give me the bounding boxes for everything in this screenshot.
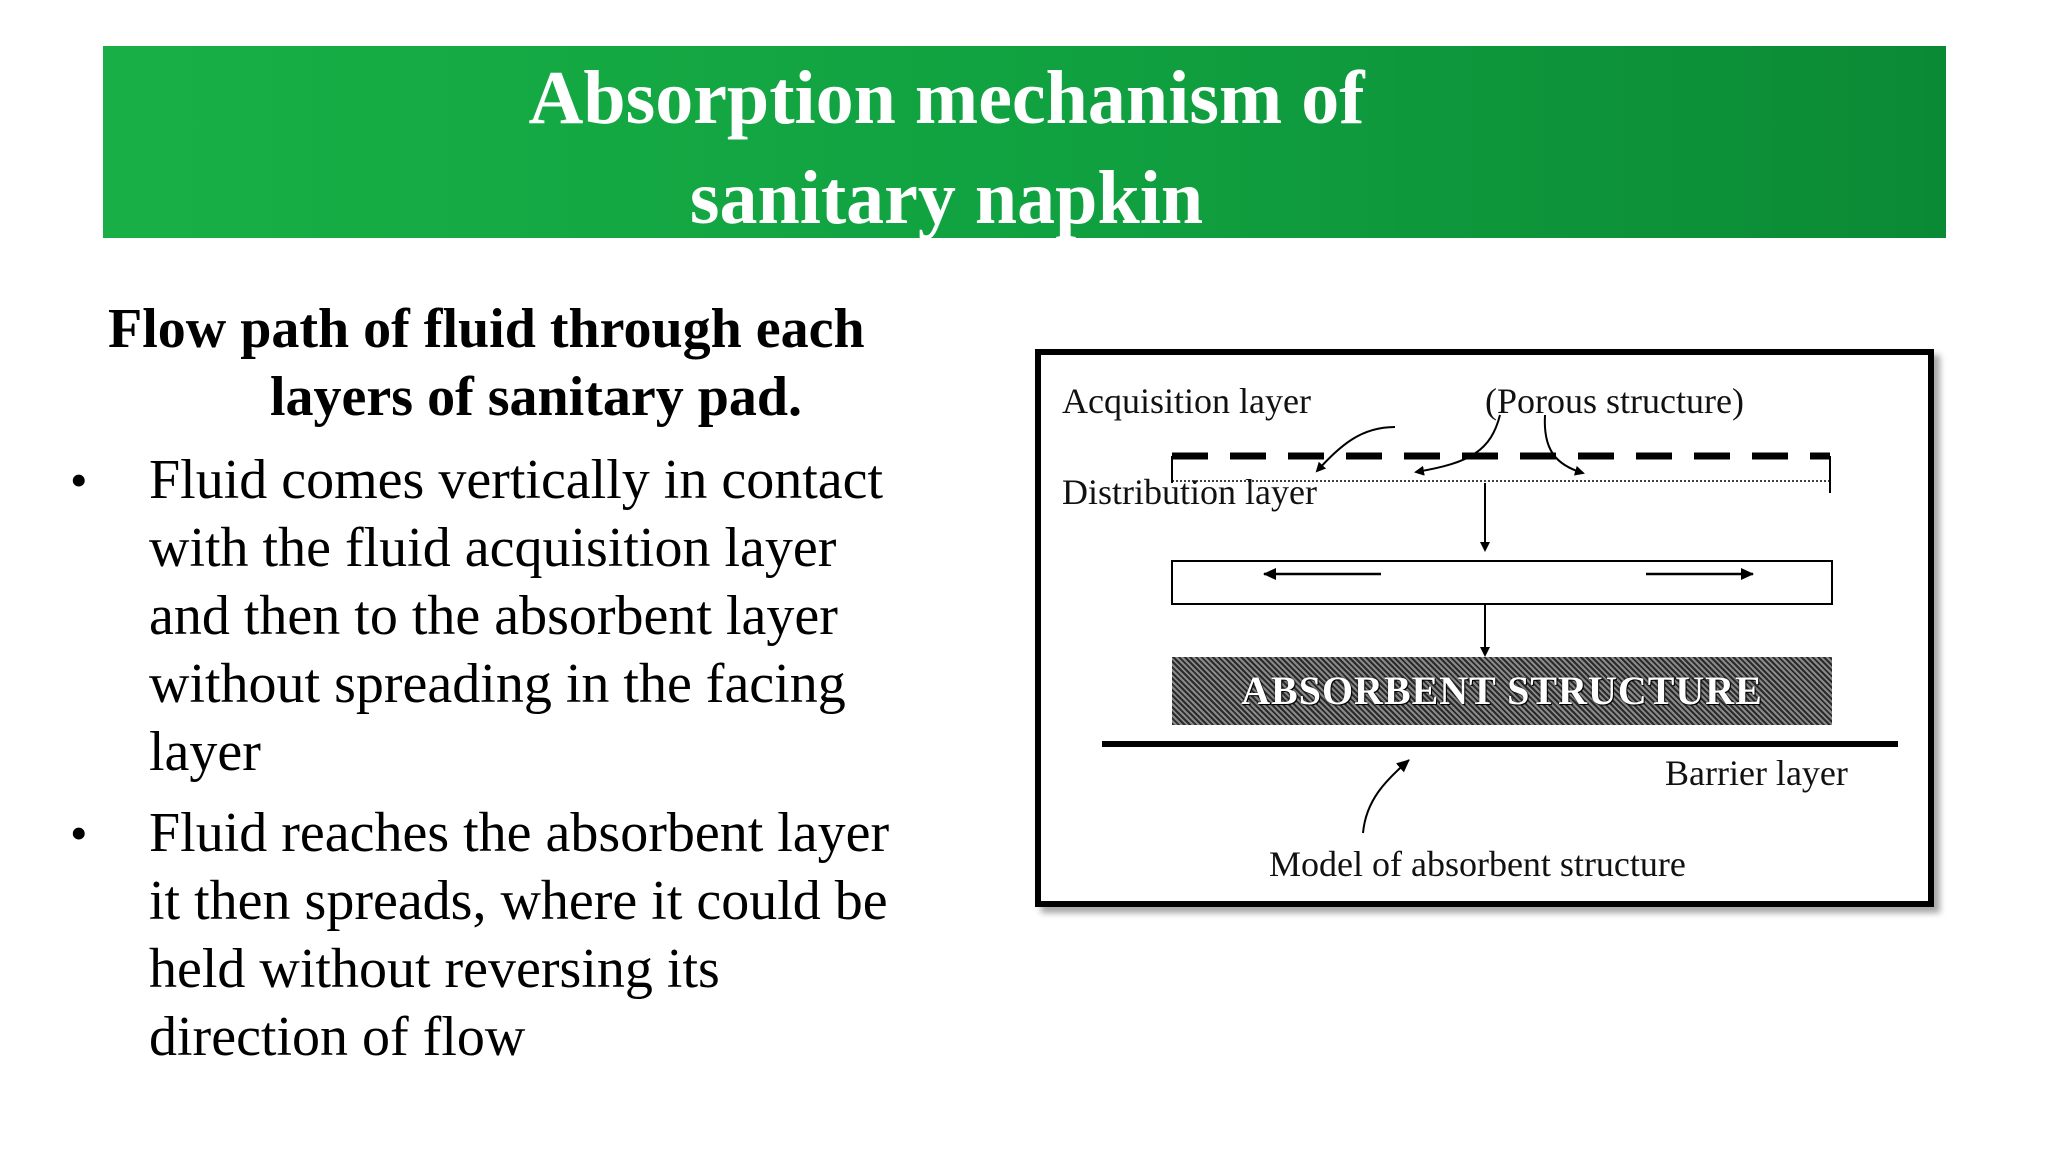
bullet-1-line-2: with the fluid acquisition layer <box>149 517 837 579</box>
slide-title-line-1: Absorption mechanism of <box>528 56 1365 140</box>
absorbent-structure-diagram: Acquisition layer (Porous structure) Dis… <box>1035 349 1934 907</box>
spreading-layer <box>1171 560 1833 605</box>
slide-title-line-2: sanitary napkin <box>689 156 1204 240</box>
bullet-1-line-3: and then to the absorbent layer <box>149 585 838 647</box>
absorbent-structure-block: ABSORBENT STRUCTURE <box>1172 657 1832 725</box>
bullet-1-line-5: layer <box>149 721 261 783</box>
barrier-layer-label: Barrier layer <box>1665 753 1848 793</box>
subheading-line-1: Flow path of fluid through each <box>108 298 865 360</box>
bullet-1-line-1: Fluid comes vertically in contact <box>149 449 884 511</box>
diagram-arrows <box>1102 414 1898 834</box>
bullet-marker: • <box>70 805 88 861</box>
bullet-2-line-2: it then spreads, where it could be <box>149 870 888 932</box>
absorbent-structure-label: ABSORBENT STRUCTURE <box>1241 668 1763 713</box>
subheading-line-2: layers of sanitary pad. <box>270 366 802 428</box>
bullet-2-line-4: direction of flow <box>149 1006 526 1068</box>
bullet-1-line-4: without spreading in the facing <box>149 653 846 715</box>
distribution-layer-label: Distribution layer <box>1062 472 1317 512</box>
bullet-2-line-1: Fluid reaches the absorbent layer <box>149 802 890 864</box>
acquisition-layer-label: Acquisition layer <box>1062 381 1311 421</box>
title-banner: Absorption mechanism of sanitary napkin <box>103 46 1946 238</box>
porous-structure-label: (Porous structure) <box>1485 381 1744 421</box>
diagram-caption: Model of absorbent structure <box>1269 844 1686 884</box>
bullet-marker: • <box>70 452 88 508</box>
bullet-2-line-3: held without reversing its <box>149 938 720 1000</box>
